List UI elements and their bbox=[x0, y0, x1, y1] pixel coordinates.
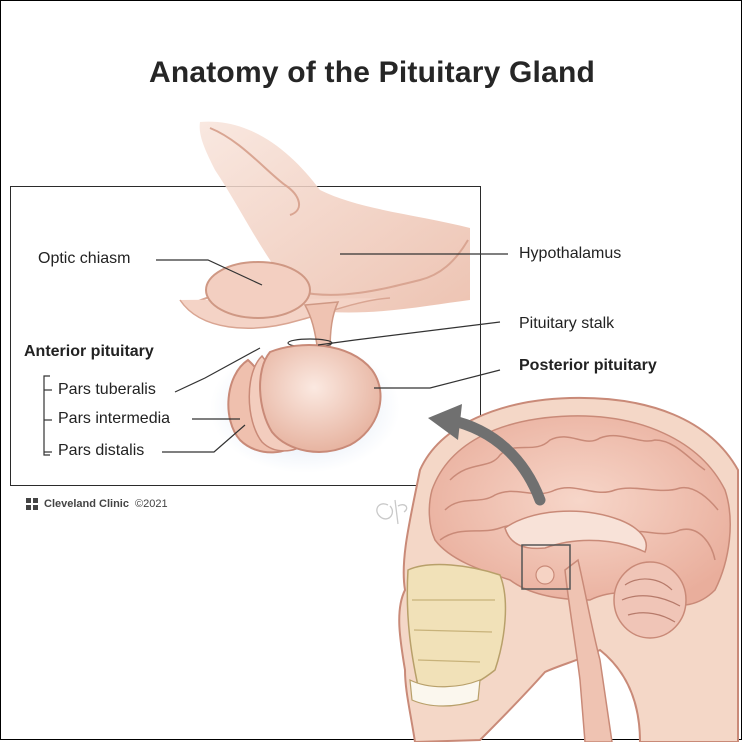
brand-name: Cleveland Clinic bbox=[44, 498, 129, 510]
posterior-pituitary-shape bbox=[259, 344, 382, 453]
optic-chiasm-shape bbox=[205, 261, 311, 319]
copyright-text: ©2021 bbox=[134, 498, 168, 510]
head-cross-section bbox=[398, 396, 739, 742]
pointer-arrow-head bbox=[428, 404, 462, 440]
label-pars-distalis: Pars distalis bbox=[58, 442, 145, 459]
label-pituitary-stalk: Pituitary stalk bbox=[519, 315, 615, 332]
label-hypothalamus: Hypothalamus bbox=[519, 245, 622, 262]
label-pars-intermedia: Pars intermedia bbox=[58, 410, 171, 427]
label-posterior-pituitary: Posterior pituitary bbox=[519, 357, 657, 374]
pointer-arrow-shaft bbox=[444, 414, 546, 506]
label-pars-tuberalis: Pars tuberalis bbox=[58, 381, 156, 398]
artist-signature bbox=[376, 499, 408, 525]
credit-line: Cleveland Clinic ©2021 bbox=[26, 498, 168, 510]
leader-lines bbox=[43, 253, 508, 456]
cleveland-clinic-logo-icon bbox=[26, 498, 38, 510]
label-anterior-pituitary: Anterior pituitary bbox=[24, 343, 154, 360]
label-optic-chiasm: Optic chiasm bbox=[38, 250, 131, 267]
figure-title: Anatomy of the Pituitary Gland bbox=[148, 56, 596, 89]
